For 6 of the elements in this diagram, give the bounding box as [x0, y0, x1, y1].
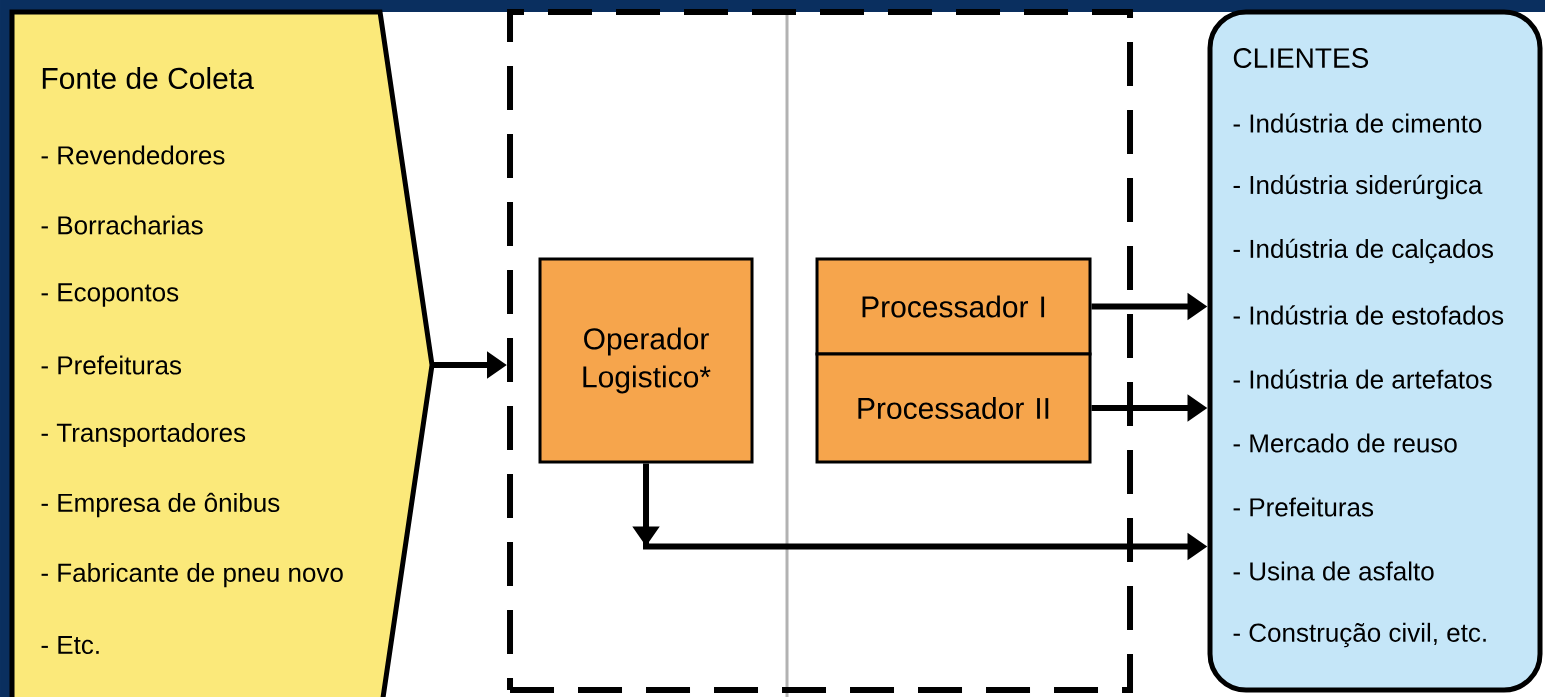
- process-box: Processador II: [815, 352, 1092, 464]
- clients-panel: CLIENTES - Indústria de cimento - Indústria siderúrgica - Indústria de calçados - Indústria de estofados - Indústria de artefatos - Mercado de reuso - Prefeituras - Usina de asfalto - Construção civil, etc.: [1207, 9, 1543, 693]
- source-panel: Fonte de Coleta - Revendedores - Borracharias - Ecopontos - Prefeituras - Transportadores - Empresa de ônibus - Fabricante de pneu novo - Etc.: [9, 9, 435, 697]
- process-box: Operador Logistico*: [538, 257, 754, 464]
- process-box: Processador I: [815, 257, 1092, 356]
- dashed-frame: [507, 9, 1133, 693]
